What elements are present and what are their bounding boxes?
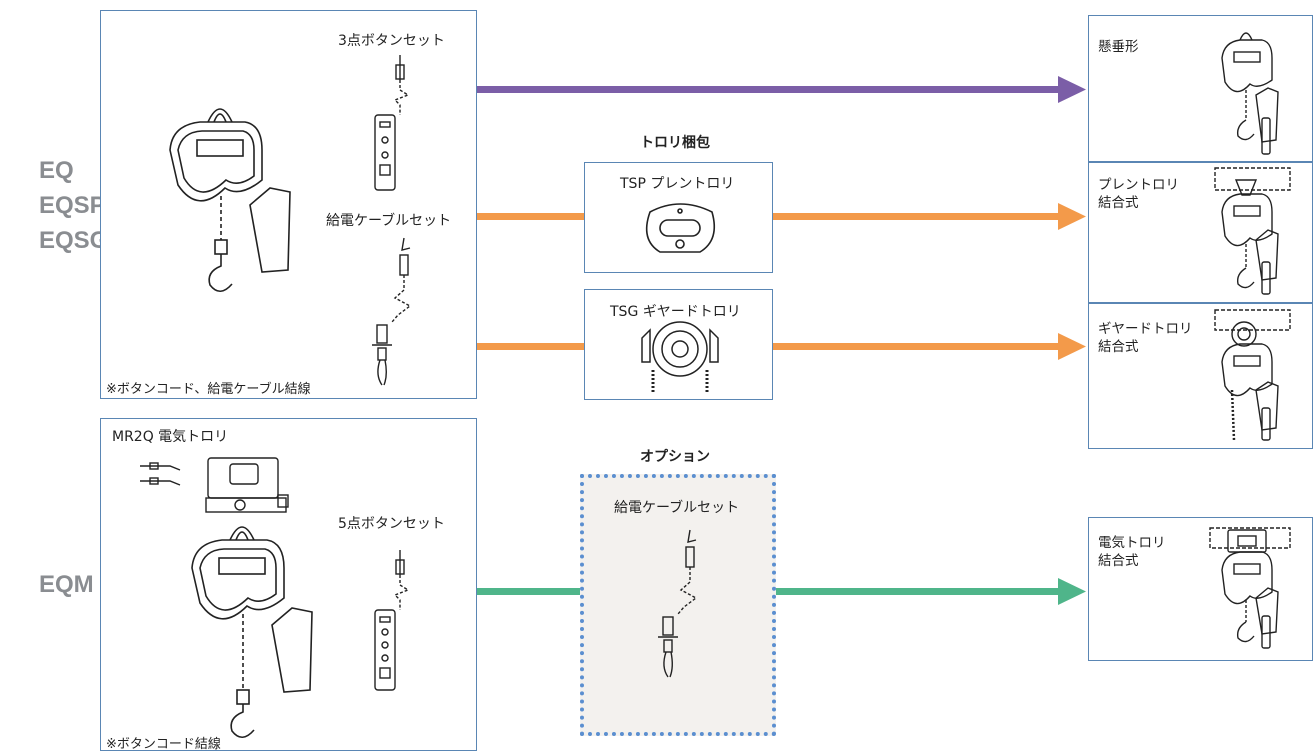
result-electric-trolley-box: [1088, 517, 1313, 661]
result-geared-line2: 結合式: [1098, 339, 1139, 355]
result-suspended-illustration: [1221, 32, 1279, 155]
result-electric-line2: 結合式: [1098, 553, 1139, 569]
hoist-set-box-top: [100, 10, 477, 399]
model-label-eqsp: EQSP: [39, 192, 106, 219]
result-geared-trolley-label: ギヤードトロリ 結合式: [1098, 320, 1193, 356]
cable-set-illustration: [372, 237, 412, 386]
electric-trolley-label: MR2Q 電気トロリ: [112, 429, 229, 445]
arrow-green-out: [776, 578, 1086, 605]
arrow-purple-suspended: [477, 76, 1086, 103]
option-box: [580, 474, 776, 736]
result-plain-trolley-illustration: [1214, 167, 1291, 295]
arrow-orange-tsg-out: [773, 333, 1086, 360]
model-label-eqm: EQM: [39, 571, 94, 598]
tsg-trolley-box: [584, 289, 773, 400]
tsp-trolley-illustration: [645, 203, 716, 253]
result-plain-line2: 結合式: [1098, 195, 1139, 211]
result-suspended-text: 懸垂形: [1098, 39, 1139, 55]
button-set-3-illustration: [374, 55, 410, 191]
arrow-orange-tsg-in: [477, 343, 584, 350]
button-set-5-label: 5点ボタンセット: [338, 516, 445, 532]
arrow-orange-tsp-out: [773, 203, 1086, 230]
result-geared-line1: ギヤードトロリ: [1098, 321, 1193, 337]
bottom-box-note: ※ボタンコード結線: [106, 737, 221, 752]
cable-set-label: 給電ケーブルセット: [326, 213, 452, 229]
result-geared-trolley-illustration: [1214, 309, 1291, 441]
option-cable-label: 給電ケーブルセット: [614, 500, 740, 516]
tsp-trolley-box: [584, 162, 773, 273]
tsg-trolley-label: TSG ギヤードトロリ: [610, 304, 741, 320]
result-plain-line1: プレントロリ: [1098, 177, 1179, 193]
model-label-eqsg: EQSG: [39, 227, 109, 254]
result-suspended-label: 懸垂形: [1098, 38, 1139, 56]
arrow-green-in: [477, 588, 580, 595]
result-electric-trolley-illustration: [1209, 527, 1291, 649]
hoist-set-box-bottom: [100, 418, 477, 751]
result-electric-trolley-label: 電気トロリ 結合式: [1098, 534, 1166, 570]
model-label-eq: EQ: [39, 157, 74, 184]
option-cable-set-illustration: [658, 529, 698, 678]
arrow-orange-tsp-in: [477, 213, 584, 220]
tsg-trolley-illustration: [641, 321, 719, 392]
result-plain-trolley-label: プレントロリ 結合式: [1098, 176, 1179, 212]
result-electric-line1: 電気トロリ: [1098, 535, 1166, 551]
top-box-note: ※ボタンコード、給電ケーブル結線: [106, 382, 311, 397]
option-title: オプション: [640, 449, 710, 465]
hoist-body-illustration-bottom: [191, 526, 313, 739]
button-set-3-label: 3点ボタンセット: [338, 33, 445, 49]
button-set-5-illustration: [374, 550, 410, 691]
electric-trolley-illustration: [140, 457, 289, 513]
tsp-trolley-label: TSP プレントロリ: [620, 176, 735, 192]
hoist-body-illustration: [169, 108, 291, 293]
trolley-pack-title: トロリ梱包: [640, 135, 710, 151]
